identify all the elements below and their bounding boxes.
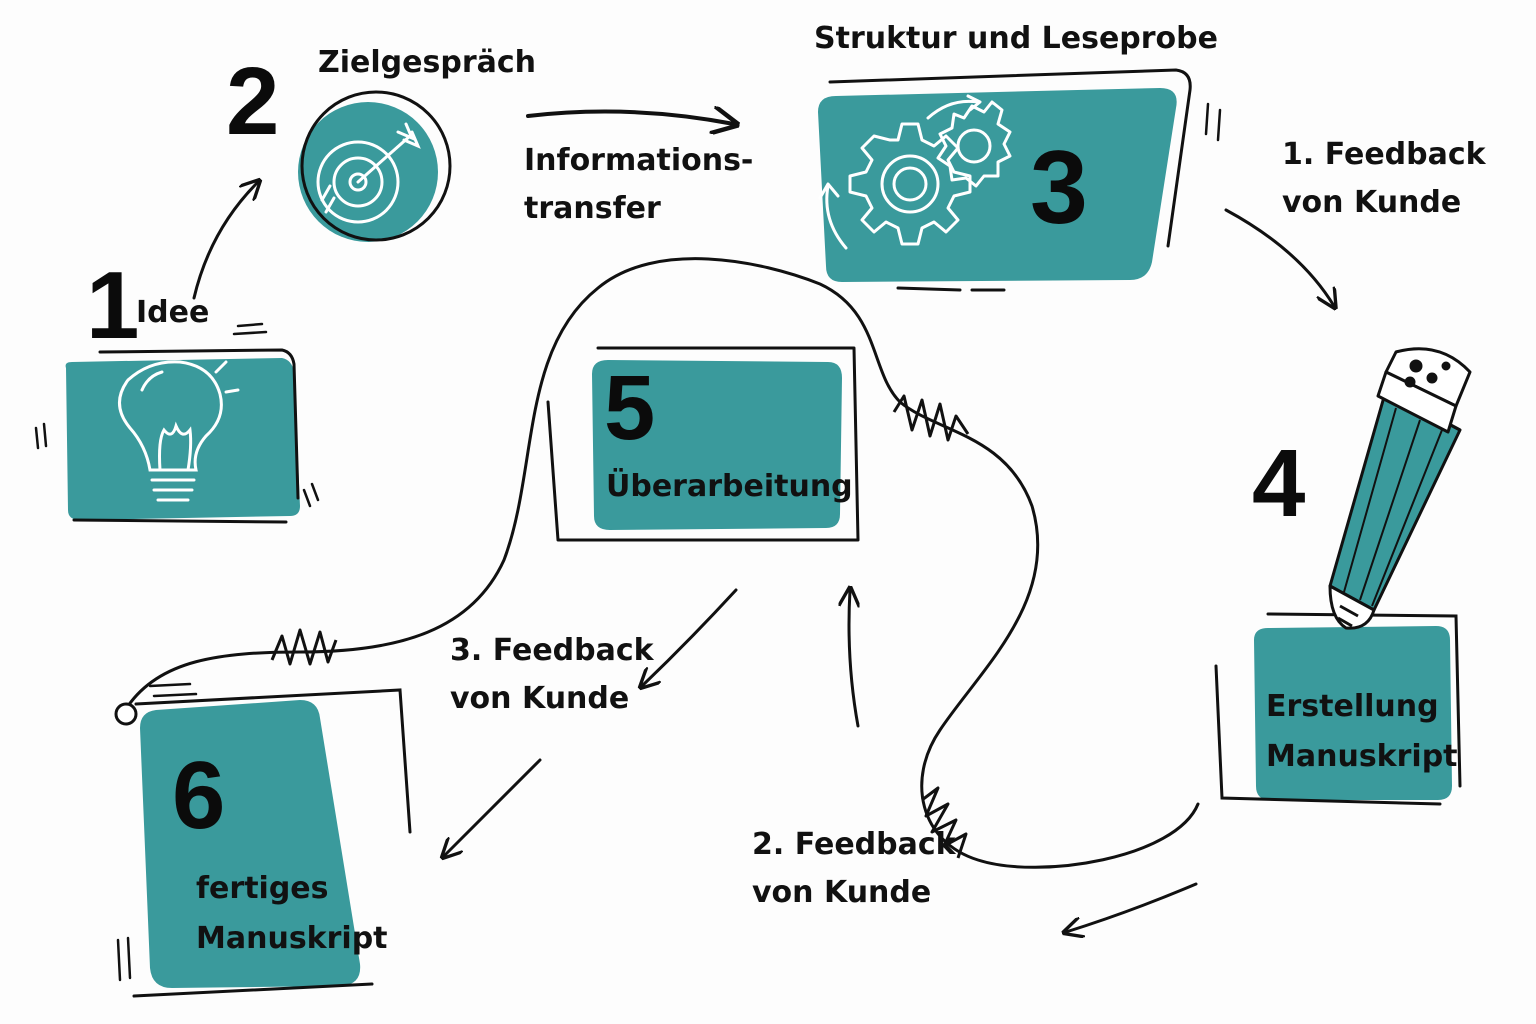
step-1-number: 1 xyxy=(86,252,140,359)
step-1-box xyxy=(34,322,320,524)
arrow-1-to-2 xyxy=(192,182,258,300)
feedback-2-line2: von Kunde xyxy=(752,875,932,910)
step-5-label: Überarbeitung xyxy=(606,469,853,504)
step-6-box xyxy=(116,682,412,998)
feedback-2-line1: 2. Feedback xyxy=(752,827,956,862)
step-5-box xyxy=(546,346,860,542)
step-5-number: 5 xyxy=(604,357,656,459)
gears-icon xyxy=(818,94,1012,250)
info-transfer-line2: transfer xyxy=(524,191,661,226)
arrow-3-to-4 xyxy=(1224,208,1334,306)
step-3-number: 3 xyxy=(1030,130,1088,246)
step-4-box xyxy=(1214,612,1462,806)
step-6-label-line2: Manuskript xyxy=(196,921,388,956)
step-4-number: 4 xyxy=(1252,430,1306,537)
lightbulb-icon xyxy=(118,360,240,502)
step-6-number: 6 xyxy=(172,742,226,849)
step-2-label: Zielgespräch xyxy=(318,45,536,80)
info-transfer-line1: Informations- xyxy=(524,143,754,178)
feedback-1-line1: 1. Feedback xyxy=(1282,137,1486,172)
feedback-3-line1: 3. Feedback xyxy=(450,633,654,668)
step-3-box xyxy=(818,68,1222,292)
step-4-label-line2: Manuskript xyxy=(1266,739,1458,774)
arrow-5-to-feedback3 xyxy=(642,588,738,686)
arrow-up-to-5 xyxy=(849,590,858,728)
pencil-icon xyxy=(1328,347,1472,630)
squiggle-left xyxy=(270,628,338,666)
arrow-2-to-3 xyxy=(526,112,734,125)
step-1-label: Idee xyxy=(136,295,210,330)
target-icon xyxy=(316,122,421,224)
step-2-number: 2 xyxy=(226,48,280,155)
feedback-3-line2: von Kunde xyxy=(450,681,630,716)
feedback-1-line2: von Kunde xyxy=(1282,185,1462,220)
path-end-dot xyxy=(114,702,138,726)
step-6-label-line1: fertiges xyxy=(196,871,329,906)
squiggle-bottom xyxy=(921,786,968,859)
squiggle-top xyxy=(892,394,970,442)
arrow-4-to-5 xyxy=(1066,882,1198,932)
step-4-label-line1: Erstellung xyxy=(1266,689,1439,724)
step-3-label: Struktur und Leseprobe xyxy=(814,21,1218,56)
arrow-feedback3-to-6 xyxy=(444,758,542,856)
